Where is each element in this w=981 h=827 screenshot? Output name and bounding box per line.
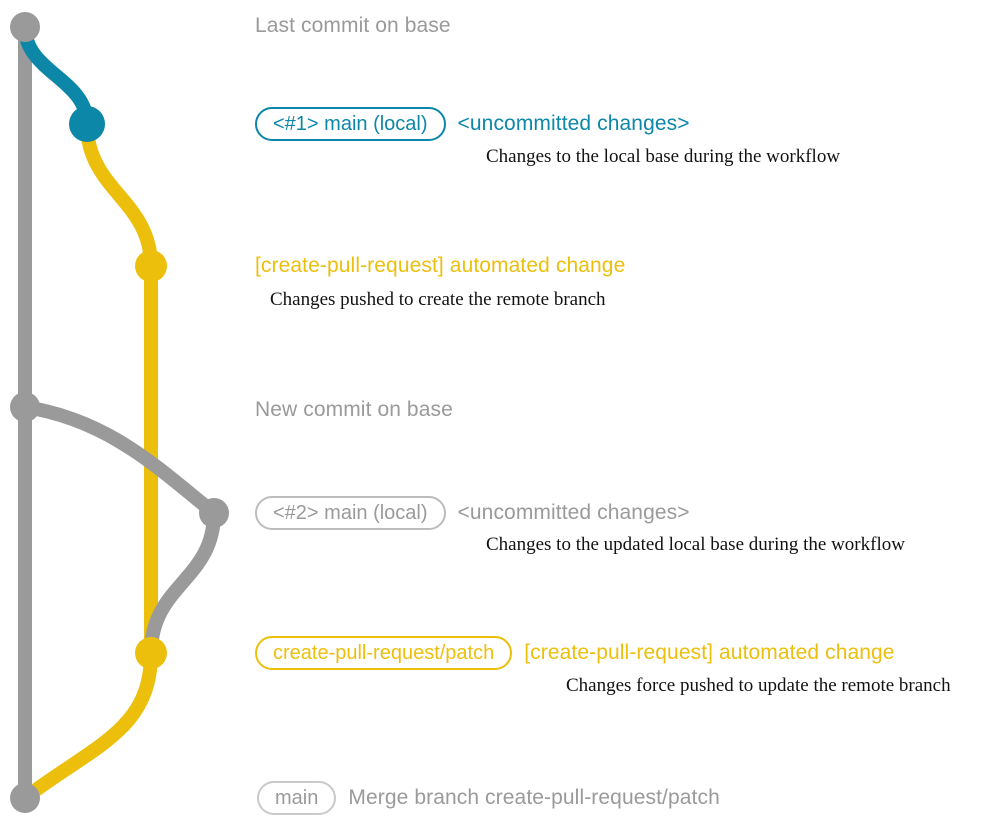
row-local-2: <#2> main (local) <uncommitted changes>: [255, 496, 690, 530]
commit-node-local-2: [199, 498, 229, 528]
commit-node-remote-1: [135, 250, 167, 282]
commit-subject-automated-change-2: [create-pull-request] automated change: [524, 641, 895, 664]
caption-local-1: Changes to the local base during the wor…: [486, 146, 841, 167]
label-last-commit-on-base: Last commit on base: [255, 14, 451, 37]
label-new-commit-on-base: New commit on base: [255, 398, 453, 421]
commit-node-base-merge: [10, 783, 40, 813]
caption-remote-patch: Changes force pushed to update the remot…: [566, 675, 951, 696]
commit-subject-merge: Merge branch create-pull-request/patch: [348, 786, 720, 809]
caption-local-2: Changes to the updated local base during…: [486, 534, 905, 555]
edge-remote2-to-merge: [18, 646, 158, 805]
commit-subject-automated-change-1: [create-pull-request] automated change: [255, 254, 626, 277]
ref-badge-main-local-1[interactable]: <#1> main (local): [255, 107, 446, 141]
commit-node-local-1: [69, 106, 105, 142]
edge-rebase-to-remote2: [144, 506, 221, 660]
row-remote-create: [create-pull-request] automated change: [255, 254, 625, 278]
commit-node-base-new: [10, 392, 40, 422]
commit-node-base-top: [10, 12, 40, 42]
ref-badge-main-local-2[interactable]: <#2> main (local): [255, 496, 446, 530]
edge-local1-to-remote1: [80, 117, 158, 273]
ref-badge-create-pull-request-patch[interactable]: create-pull-request/patch: [255, 636, 513, 670]
commit-node-remote-2: [135, 637, 167, 669]
row-local-1: <#1> main (local) <uncommitted changes>: [255, 107, 690, 141]
commit-subject-uncommitted-1: <uncommitted changes>: [457, 112, 690, 135]
row-remote-patch: create-pull-request/patch [create-pull-r…: [255, 636, 895, 670]
row-merge: main Merge branch create-pull-request/pa…: [257, 781, 720, 815]
ref-badge-main[interactable]: main: [257, 781, 337, 815]
caption-remote-create: Changes pushed to create the remote bran…: [270, 289, 606, 310]
commit-subject-uncommitted-2: <uncommitted changes>: [457, 501, 690, 524]
edge-base2-to-rebase: [18, 400, 221, 520]
